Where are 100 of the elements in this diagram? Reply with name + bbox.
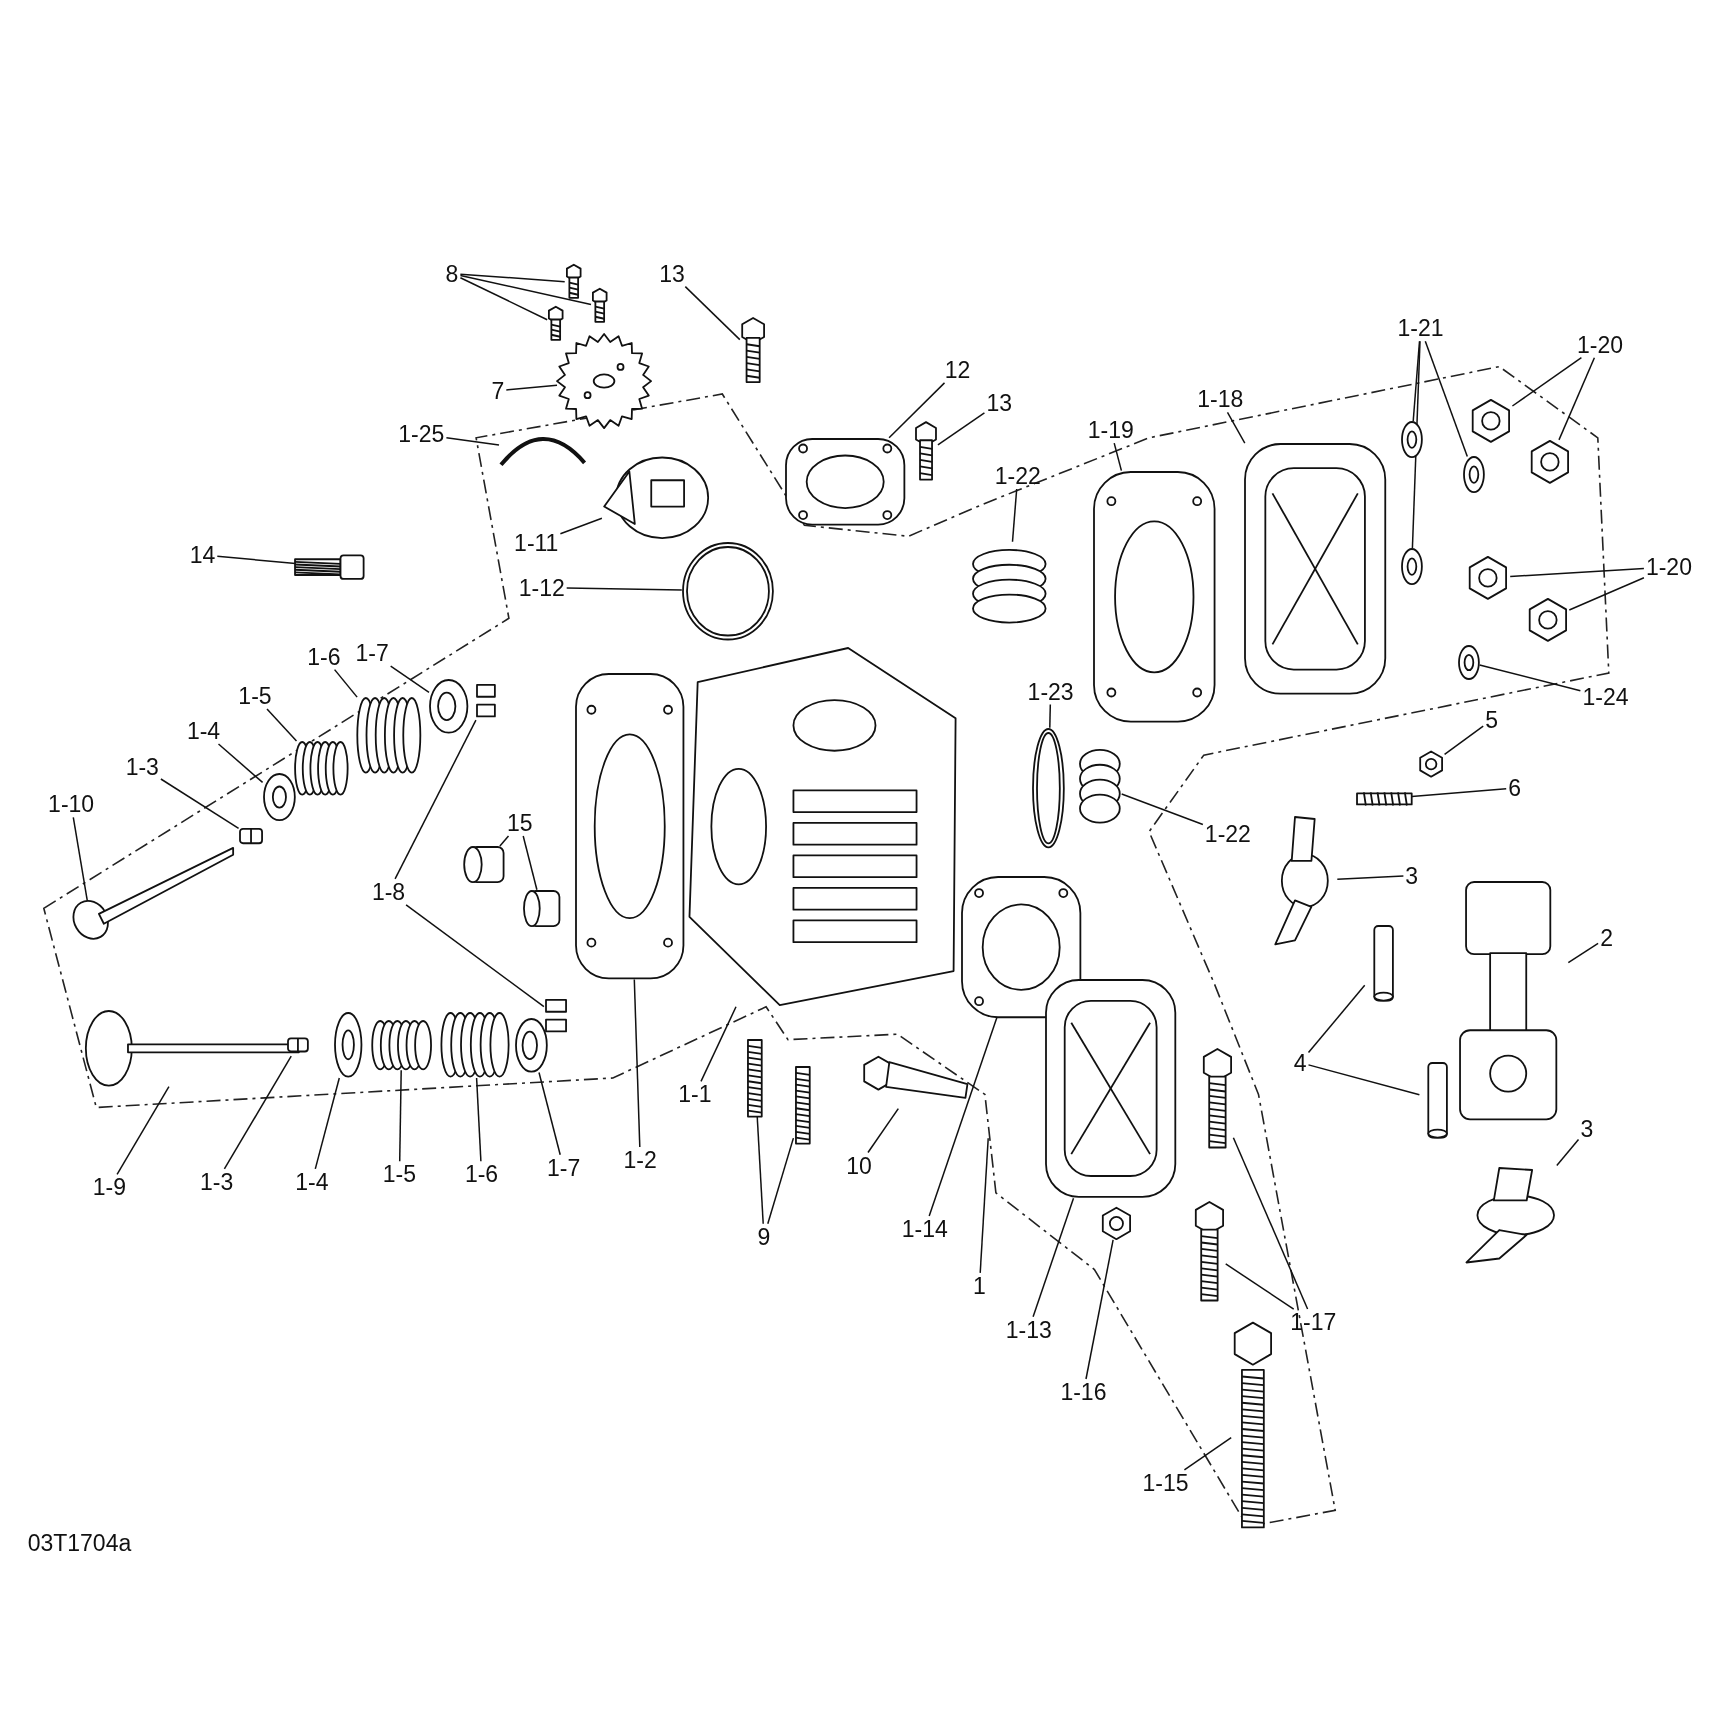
washer-drawing (1463, 456, 1486, 494)
bolt-drawing (1200, 1050, 1234, 1150)
callout-number: 10 (844, 1152, 874, 1179)
callout-number: 1-19 (1085, 417, 1136, 444)
callout-number: 1-24 (1580, 684, 1631, 711)
gasket-drawing (960, 875, 1082, 1018)
plug-drawing (295, 553, 366, 580)
leader-line (888, 382, 946, 439)
drawing-number: 03T1704a (26, 1530, 133, 1557)
callout-number: 3 (1578, 1116, 1596, 1143)
retainer-drawing (429, 678, 469, 734)
leader-line (1411, 787, 1507, 798)
gasket-drawing (574, 673, 684, 980)
stud-drawing (745, 1039, 765, 1117)
callout-number: 1-21 (1395, 315, 1446, 342)
screw-drawing (547, 307, 565, 341)
gasket-drawing (1093, 470, 1216, 723)
leader-line (1511, 356, 1583, 407)
leader-line (1424, 340, 1469, 458)
callout-number: 1-17 (1288, 1309, 1339, 1335)
callout-number: 1-14 (899, 1216, 950, 1242)
washer-drawing (1400, 421, 1423, 459)
callout-number: 12 (942, 356, 973, 383)
leader-line (1509, 567, 1645, 578)
washer-drawing (262, 772, 296, 821)
leader-line (1232, 1136, 1309, 1310)
leader-line (389, 665, 430, 694)
spring-drawing (294, 740, 350, 796)
leader-line (1567, 942, 1599, 964)
leader-line (1443, 725, 1484, 756)
screw-drawing (590, 290, 609, 323)
leader-line (522, 835, 538, 891)
callout-number: 1-20 (1643, 553, 1694, 580)
callout-number: 6 (1506, 774, 1523, 801)
callout-number: 13 (984, 389, 1014, 416)
callout-number: 1-18 (1195, 386, 1246, 413)
leader-line (1224, 1263, 1295, 1310)
leader-line (1556, 1138, 1580, 1167)
leader-line (1478, 664, 1582, 692)
callout-number: 1-10 (46, 791, 97, 818)
callout-number: 1-12 (516, 574, 567, 601)
washer-drawing (1457, 644, 1480, 680)
leader-line (1085, 1239, 1114, 1380)
leader-line (314, 1077, 341, 1170)
callout-number: 8 (443, 260, 461, 287)
leader-line (405, 904, 545, 1008)
spring-drawing (355, 697, 422, 774)
callout-number: 1-13 (1003, 1316, 1054, 1343)
leader-line (559, 517, 603, 535)
callout-number: 1-4 (293, 1168, 331, 1195)
callout-number: 7 (489, 377, 507, 404)
leader-line (767, 1137, 795, 1225)
leader-line (867, 1107, 900, 1154)
callout-number: 9 (755, 1223, 773, 1250)
leader-line (223, 1055, 292, 1170)
callout-number: 1-6 (305, 643, 343, 670)
leader-line (1011, 488, 1018, 543)
callout-number: 1-11 (512, 529, 561, 556)
cover-drawing (1045, 979, 1177, 1199)
leader-line (333, 668, 358, 698)
leader-line (1558, 356, 1596, 441)
callout-number: 1-3 (123, 754, 161, 781)
leader-line (1568, 576, 1645, 611)
bolt-drawing (1192, 1203, 1226, 1303)
callout-number: 1-15 (1140, 1469, 1191, 1496)
leader-line (928, 1017, 998, 1217)
callout-number: 1-5 (236, 683, 274, 709)
leader-line (459, 273, 566, 283)
bushing-drawing (461, 845, 506, 884)
callout-number: 1-23 (1025, 678, 1076, 705)
leader-line (398, 1069, 402, 1163)
leader-line (538, 1071, 561, 1156)
retainer-drawing (515, 1017, 549, 1073)
sprocket-drawing (557, 333, 652, 428)
leader-line (505, 384, 558, 391)
callout-number: 1-2 (621, 1147, 659, 1174)
leader-line (1183, 1436, 1232, 1471)
callout-number: 1-9 (90, 1174, 129, 1201)
callout-number: 1-22 (992, 463, 1043, 490)
ring-drawing (1032, 727, 1065, 849)
leader-line (499, 835, 510, 847)
leader-line (700, 1006, 737, 1083)
callout-number: 2 (1598, 924, 1615, 951)
spring-drawing (439, 1012, 510, 1078)
callout-number: 1-7 (353, 640, 391, 667)
leader-line (684, 285, 741, 341)
leader-line (160, 778, 240, 830)
leader-line (1049, 703, 1052, 729)
callout-number: 1-25 (396, 421, 447, 448)
leader-line (1226, 411, 1246, 444)
cover-drawing (1244, 443, 1387, 695)
leader-line (216, 555, 297, 565)
leader-line (633, 978, 641, 1148)
callout-number: 1 (971, 1272, 988, 1299)
spring-drawing (371, 1019, 433, 1071)
tensioner-drawing (601, 454, 712, 542)
callout-number: 1-8 (369, 878, 408, 905)
leader-line (1113, 442, 1123, 472)
valve-drawing (82, 1010, 301, 1087)
callout-number: 3 (1403, 862, 1421, 889)
